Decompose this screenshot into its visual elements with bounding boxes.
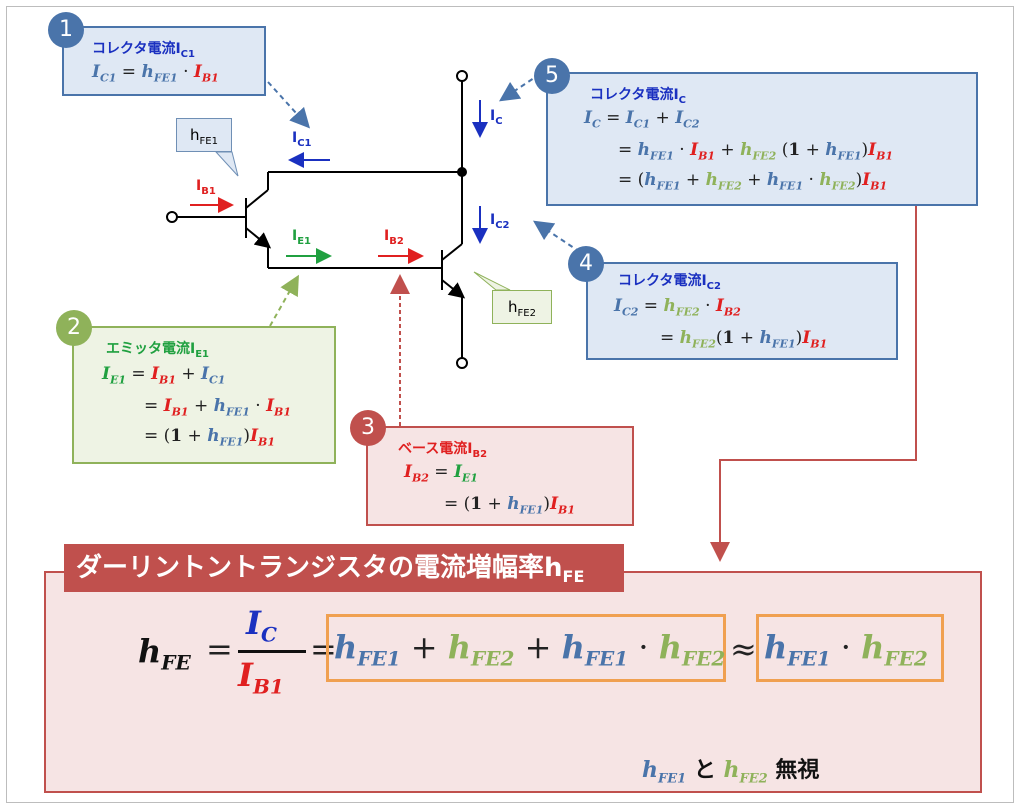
box5-equation-line2: = hFE1 · IB1 + hFE2 (1 + hFE1)IB1 [618,140,894,163]
junction-dot [457,167,467,177]
box2-equation-line2: = IB1 + hFE1 · IB1 [144,396,291,419]
hfe1-callout-tail [214,151,239,177]
badge-1: 1 [48,12,84,48]
label-ib1: IB1 [196,178,216,197]
pointer-5 [499,73,541,102]
box2-equation-line3: = (1 + hFE1)IB1 [144,426,275,449]
badge-5: 5 [534,58,570,94]
approx-expression: hFE1 · hFE2 [764,628,928,671]
badge-3: 3 [350,410,386,446]
box1-title: コレクタ電流IC1 [92,41,195,60]
approx-expression-box [756,614,944,682]
hfe-lhs: hFE [138,632,191,675]
box4-equation-line2: = hFE2(1 + hFE1)IB1 [660,328,828,351]
outer-frame [6,6,1014,803]
full-expression: hFE1 + hFE2 + hFE1 · hFE2 [334,628,726,671]
label-ie1: IE1 [292,228,312,247]
approx-sign: ≈ [730,630,757,668]
fraction-denominator: IB1 [238,656,284,699]
full-expression-box [326,614,726,682]
box5-equation-line1: IC = IC1 + IC2 [584,108,700,131]
badge-2: 2 [56,310,92,346]
pointer-2 [269,274,299,327]
box-collector-current-ic1 [62,26,266,96]
label-ic2: IC2 [490,212,510,231]
pointer-1 [267,81,311,129]
box-emitter-current-ie1 [72,326,336,464]
equals-1: = [206,630,233,668]
box5-title: コレクタ電流IC [590,87,686,106]
equals-2: = [310,630,337,668]
label-ic: IC [490,108,503,127]
fraction-numerator: IC [246,604,277,647]
hfe2-callout-tail [473,271,511,291]
label-ib2: IB2 [384,228,404,247]
hfe1-callout: hFE1 [176,118,232,152]
box5-equation-line3: = (hFE1 + hFE2 + hFE1 · hFE2)IB1 [618,170,888,193]
emitter-terminal [456,357,468,369]
summary-title: ダーリントントランジスタの電流増幅率hFE [64,544,624,592]
label-ic1: IC1 [292,130,312,149]
box4-equation-line1: IC2 = hFE2 · IB2 [614,296,741,319]
fraction-bar [238,650,306,653]
pointer-4 [533,220,581,253]
summary-connector [710,206,917,562]
box1-equation: IC1 = hFE1 · IB1 [92,62,219,85]
box-base-current-ib2 [366,426,634,526]
box2-equation-line1: IE1 = IB1 + IC1 [102,364,226,387]
box3-equation-line1: IB2 = IE1 [404,462,478,485]
collector-terminal [456,70,468,82]
box4-title: コレクタ電流IC2 [618,273,721,292]
box3-title: ベース電流IB2 [398,441,488,460]
summary-box [44,571,982,793]
circuit-wires [176,80,466,358]
badge-4: 4 [568,246,604,282]
hfe2-callout: hFE2 [492,290,552,324]
box3-equation-line2: = (1 + hFE1)IB1 [444,494,575,517]
ignore-note: hFE1 と hFE2 無視 [642,757,820,787]
box-collector-current-ic2 [586,262,898,360]
box2-title: エミッタ電流IE1 [106,341,210,360]
input-terminal [166,211,178,223]
box-collector-current-ic [546,72,978,206]
